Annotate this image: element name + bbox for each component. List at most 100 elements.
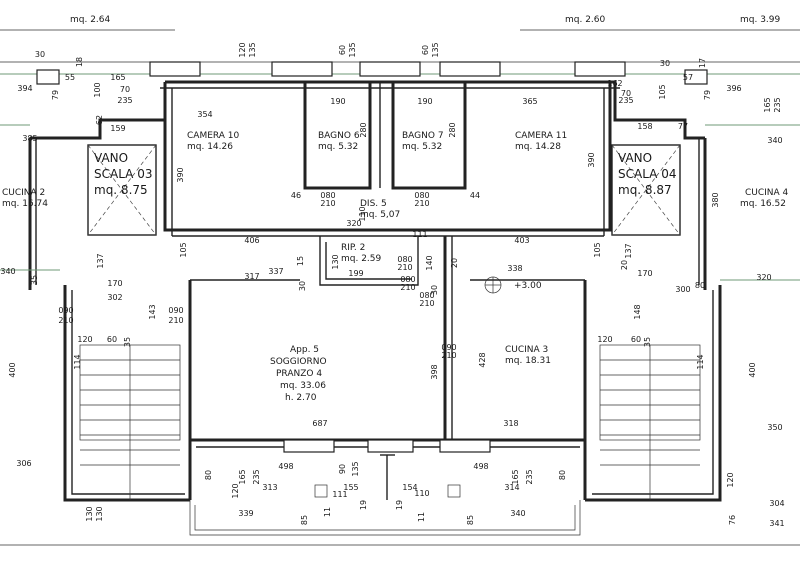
dimension-label: 135 — [348, 42, 357, 57]
dimension-label: 105 — [179, 242, 188, 257]
dimension-label: 130 — [85, 506, 94, 521]
dimension-label: 80 — [558, 470, 567, 480]
dimension-label: 428 — [478, 352, 487, 367]
dimension-label: 403 — [514, 236, 529, 245]
dimension-label: 090 — [441, 343, 456, 352]
room-rip-2-label: RIP. 2 — [341, 243, 365, 253]
dimension-label: 498 — [278, 462, 293, 471]
dimension-label: 210 — [58, 316, 73, 325]
dimension-label: 398 — [430, 364, 439, 379]
dimension-label: 120 — [231, 483, 240, 498]
dimension-label: 120 — [77, 335, 92, 344]
room-camera-11-label: CAMERA 11 — [515, 131, 567, 141]
dimension-label: 080 — [400, 275, 415, 284]
dimension-label: 80 — [695, 281, 705, 290]
dimension-label: 11 — [417, 512, 426, 522]
dimension-label: 70 — [120, 85, 130, 94]
dimension-label: 114 — [696, 354, 705, 369]
room-camera-11-area: mq. 14.28 — [515, 142, 561, 152]
room-bagno-7-area: mq. 5.32 — [402, 142, 442, 152]
dimension-label: 148 — [633, 304, 642, 319]
dimension-label: 165 — [511, 469, 520, 484]
dimension-label: 210 — [400, 283, 415, 292]
dimension-label: 80 — [204, 470, 213, 480]
dimension-label: 080 — [320, 191, 335, 200]
dimension-label: 85 — [300, 515, 309, 525]
header-area-label: mq. 2.60 — [565, 15, 606, 25]
dimension-label: 19 — [395, 500, 404, 510]
dimension-label: 300 — [675, 285, 690, 294]
dimension-label: 406 — [244, 236, 259, 245]
dimension-label: 55 — [65, 73, 75, 82]
dimension-label: 85 — [466, 515, 475, 525]
dimension-label: 498 — [473, 462, 488, 471]
dimension-label: 57 — [683, 73, 693, 82]
dimension-label: 320 — [346, 219, 361, 228]
dimension-label: 341 — [769, 519, 784, 528]
room-soggiorno-pranzo: PRANZO 4 — [276, 369, 322, 379]
dimension-label: 190 — [417, 97, 432, 106]
room-bagno-6-label: BAGNO 6 — [318, 131, 360, 141]
room-dis-5-label: DIS. 5 — [360, 199, 387, 209]
dimension-label: 400 — [8, 362, 17, 377]
dimension-label: 76 — [728, 515, 737, 525]
header-area-label: mq. 2.64 — [70, 15, 111, 25]
dimension-label: 30 — [35, 50, 45, 59]
dimension-label: 158 — [637, 122, 652, 131]
room-bagno-7-label: BAGNO 7 — [402, 131, 444, 141]
dimension-label: 111 — [412, 230, 427, 239]
dimension-label: 340 — [510, 509, 525, 518]
room-soggiorno-area: mq. 33.06 — [280, 381, 326, 391]
dimension-label: 60 — [421, 45, 430, 55]
dimension-label: 154 — [402, 483, 417, 492]
dimension-label: 340 — [767, 136, 782, 145]
level-mark: +3.00 — [514, 281, 542, 291]
dimension-label: 306 — [16, 459, 31, 468]
dimension-label: 687 — [312, 419, 327, 428]
dimension-label: 18 — [75, 57, 84, 67]
dimension-label: 235 — [525, 469, 534, 484]
dimension-label: 318 — [503, 419, 518, 428]
dimension-label: 79 — [703, 90, 712, 100]
dimension-label: 354 — [197, 110, 212, 119]
dimension-label: 77 — [678, 122, 688, 131]
dimension-label: 165 — [238, 469, 247, 484]
dimension-label: 105 — [658, 84, 667, 99]
dimension-label: 165 — [110, 73, 125, 82]
room-cucina-3-label: CUCINA 3 — [505, 345, 548, 355]
room-cucina-4-label: CUCINA 4 — [745, 188, 789, 198]
dimension-label: 17 — [698, 58, 707, 68]
dimension-label: 19 — [359, 500, 368, 510]
room-bagno-6-area: mq. 5.32 — [318, 142, 358, 152]
dimension-label: 210 — [320, 199, 335, 208]
dimension-label: 111 — [332, 490, 347, 499]
dimension-label: 090 — [58, 306, 73, 315]
room-camera-10-label: CAMERA 10 — [187, 131, 240, 141]
dimension-label: 140 — [425, 255, 434, 270]
dimension-label: 11 — [323, 507, 332, 517]
dimension-label: 130 — [95, 506, 104, 521]
room-soggiorno-app: App. 5 — [290, 345, 319, 355]
dimension-label: 380 — [711, 192, 720, 207]
dimension-label: 365 — [522, 97, 537, 106]
dimension-label: 35 — [30, 275, 39, 285]
dimension-label: 170 — [107, 279, 122, 288]
dimension-label: 100 — [93, 82, 102, 97]
dimension-label: 30 — [660, 59, 670, 68]
dimension-label: 210 — [414, 199, 429, 208]
dimension-label: 235 — [117, 96, 132, 105]
room-rip-2-area: mq. 2.59 — [341, 254, 382, 264]
dimension-label: 30 — [430, 285, 439, 295]
dimension-label: 120 — [597, 335, 612, 344]
dimension-label: 338 — [507, 264, 522, 273]
dimension-label: 210 — [441, 351, 456, 360]
dimension-label: 235 — [773, 97, 782, 112]
room-cucina-4-area: mq. 16.52 — [740, 199, 786, 209]
dimension-label: 235 — [618, 96, 633, 105]
dimension-label: 313 — [262, 483, 277, 492]
dimension-label: 159 — [110, 124, 125, 133]
dimension-label: 320 — [756, 273, 771, 282]
room-camera-10-area: mq. 14.26 — [187, 142, 233, 152]
dimension-label: 317 — [244, 272, 259, 281]
